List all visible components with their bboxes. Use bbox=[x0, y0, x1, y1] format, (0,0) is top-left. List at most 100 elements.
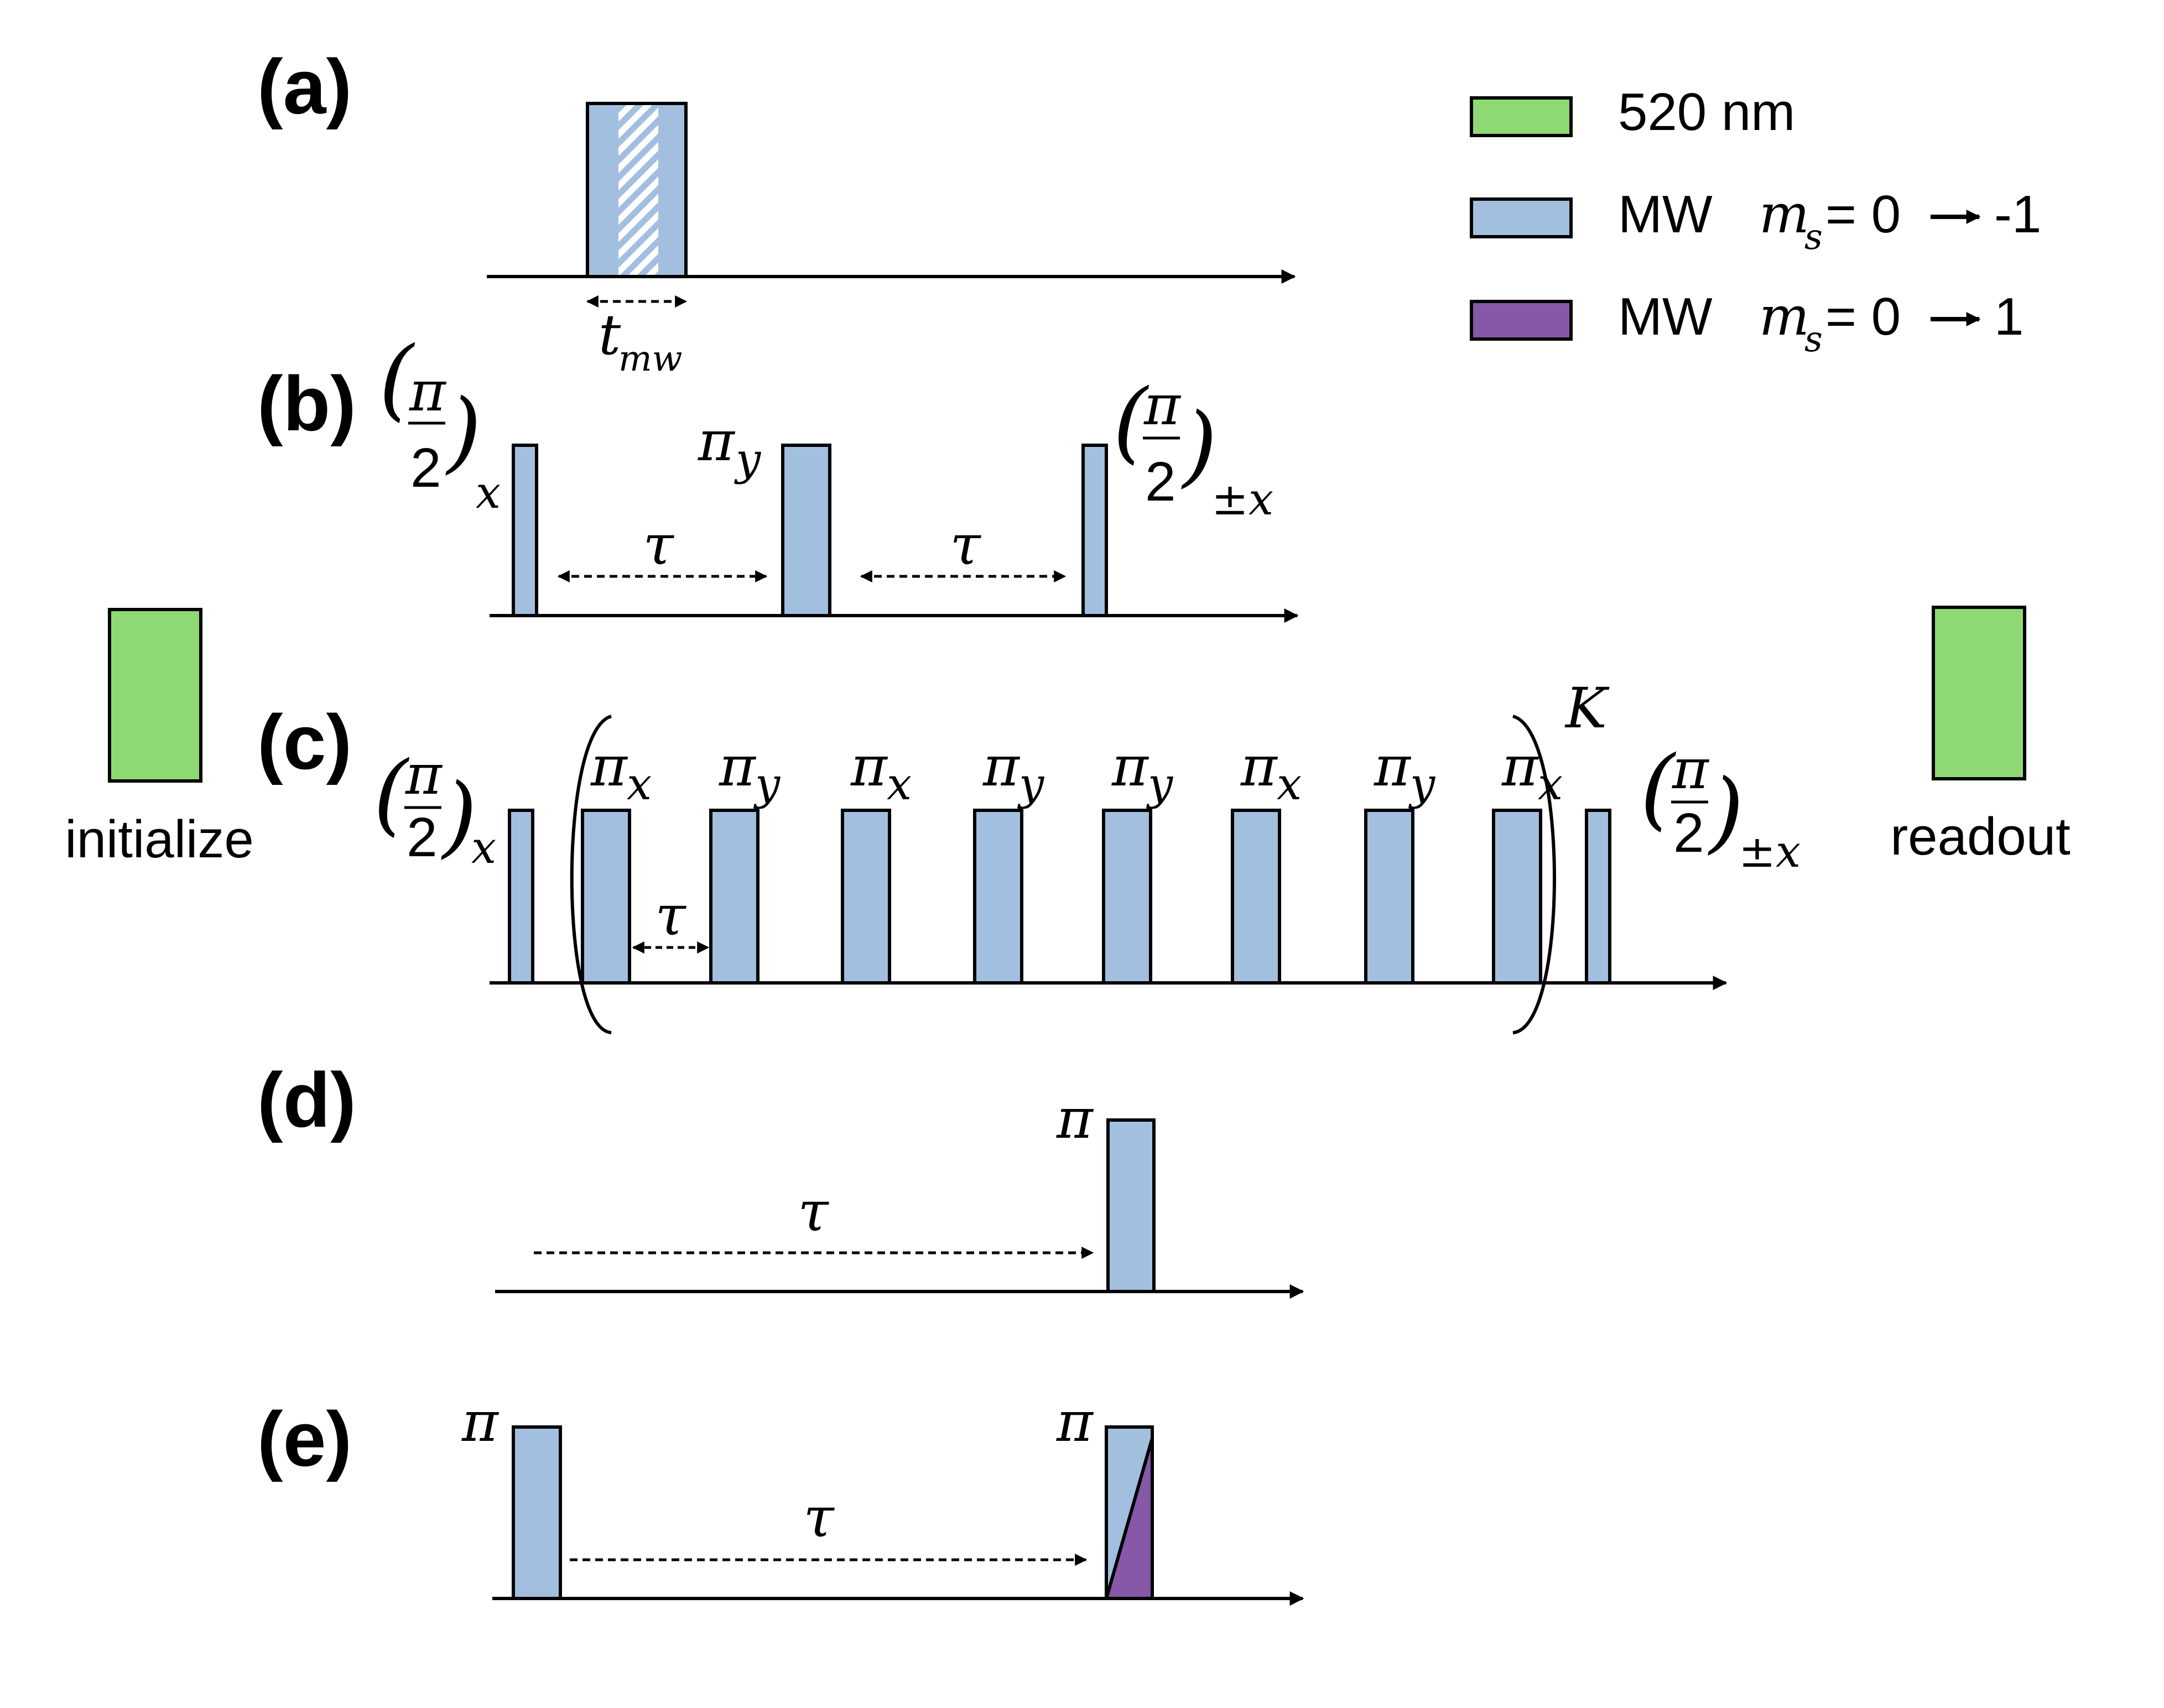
legend-ms-symbol: m bbox=[1759, 183, 1809, 245]
tau-label: τ bbox=[655, 883, 686, 948]
two-symbol: 2 bbox=[407, 806, 438, 868]
pi-symbol: π bbox=[409, 359, 447, 424]
tmw-sub: mw bbox=[618, 339, 682, 379]
repeat-bracket-right bbox=[1512, 715, 1556, 1034]
paren-close: ) bbox=[1181, 393, 1217, 497]
pi-symbol: π bbox=[1672, 737, 1710, 801]
readout-laser-pulse bbox=[1932, 606, 2026, 780]
pi-symbol: π bbox=[850, 734, 888, 799]
mw-pulse-pi2 bbox=[1585, 809, 1611, 985]
subscript-pm-x: ±x bbox=[1739, 826, 1801, 877]
mw-pulse-pi bbox=[1106, 1118, 1156, 1293]
mw-pulse-pi-y bbox=[709, 809, 760, 985]
legend-label-520nm: 520 nm bbox=[1618, 82, 1795, 142]
panel-label-b: (b) bbox=[257, 360, 356, 447]
legend-swatch-mw-minus bbox=[1470, 197, 1573, 238]
legend-label-mw-plus: MW bbox=[1618, 287, 1713, 346]
readout-label: readout bbox=[1890, 807, 2071, 866]
legend-label-mw-minus: MW bbox=[1618, 185, 1713, 244]
initialize-laser-pulse bbox=[108, 608, 202, 783]
mw-pulse-pi2 bbox=[512, 444, 538, 617]
mw-pulse-pi bbox=[781, 444, 831, 617]
paren-open: ( bbox=[373, 742, 410, 845]
mw-pulse-purple-part bbox=[1104, 1438, 1154, 1600]
pi-symbol: π bbox=[590, 734, 628, 799]
two-symbol: 2 bbox=[1145, 451, 1176, 513]
subscript-x: x bbox=[1277, 758, 1302, 810]
two-symbol: 2 bbox=[410, 437, 441, 499]
repeat-bracket-left bbox=[570, 715, 612, 1034]
subscript-y: y bbox=[1408, 758, 1436, 810]
subscript-y: y bbox=[1146, 758, 1174, 810]
tmw-symbol: t bbox=[599, 303, 621, 367]
mw-pulse-pi-x bbox=[581, 809, 631, 985]
paren-open: ( bbox=[1113, 369, 1149, 473]
paren-open: ( bbox=[1640, 736, 1677, 840]
pi-symbol: π bbox=[1056, 1086, 1094, 1151]
mw-pulse-pi-x bbox=[841, 809, 891, 985]
paren-close: ) bbox=[1708, 759, 1744, 863]
tau-label: τ bbox=[643, 513, 674, 577]
legend-ms-sub: s bbox=[1804, 319, 1823, 360]
panel-b: ( π 2 ) x τ π y τ ( π 2 ) ±x bbox=[379, 327, 1299, 623]
subscript-y: y bbox=[734, 434, 762, 485]
panel-label-c: (c) bbox=[257, 699, 352, 785]
pi-symbol: π bbox=[461, 1389, 500, 1454]
tau-label: τ bbox=[950, 513, 981, 577]
tau-label: τ bbox=[798, 1179, 829, 1244]
subscript-pm-x: ±x bbox=[1211, 473, 1273, 525]
pi-symbol: π bbox=[719, 734, 757, 799]
mw-pulse-pi-y bbox=[973, 809, 1023, 985]
pi-symbol: π bbox=[1143, 373, 1182, 438]
legend-ms-rest: = 0 bbox=[1825, 185, 1901, 244]
subscript-y: y bbox=[753, 758, 781, 810]
pi-symbol: π bbox=[1111, 734, 1149, 799]
mw-pulse-pi-x bbox=[1492, 809, 1542, 985]
legend-target-plus: 1 bbox=[1994, 287, 2023, 346]
initialize-label: initialize bbox=[65, 810, 253, 869]
mw-pulse-pi bbox=[512, 1425, 562, 1600]
panel-a: t mw bbox=[487, 102, 1296, 379]
panel-e: π τ π bbox=[461, 1389, 1304, 1606]
subscript-x: x bbox=[1538, 758, 1563, 810]
legend-swatch-green bbox=[1470, 96, 1573, 137]
mw-pulse-pi-x bbox=[1231, 809, 1281, 985]
legend-swatch-mw-plus bbox=[1470, 300, 1573, 341]
tau-label: τ bbox=[803, 1485, 835, 1550]
subscript-x: x bbox=[471, 822, 496, 873]
panel-label-e: (e) bbox=[257, 1395, 352, 1482]
subscript-x: x bbox=[887, 758, 912, 810]
legend-ms-rest: = 0 bbox=[1825, 287, 1901, 346]
pi-symbol: π bbox=[982, 734, 1021, 799]
subscript-x: x bbox=[627, 758, 652, 810]
hatched-region bbox=[618, 105, 658, 275]
mw-pulse-pi-y bbox=[1364, 809, 1414, 985]
pi-symbol: π bbox=[1056, 1389, 1094, 1454]
mw-pulse-pi2 bbox=[1081, 444, 1108, 617]
pi-symbol: π bbox=[1240, 734, 1278, 799]
panel-d: τ π bbox=[495, 1086, 1304, 1299]
pi-symbol: π bbox=[1501, 734, 1539, 799]
two-symbol: 2 bbox=[1673, 802, 1704, 864]
repeat-count-K: K bbox=[1564, 676, 1610, 741]
legend: 520 nm MW m s = 0 -1 MW m s = 0 1 bbox=[1470, 82, 2041, 360]
legend-target-minus: -1 bbox=[1994, 185, 2041, 244]
legend-ms-symbol: m bbox=[1759, 285, 1809, 347]
mw-pulse-pi2 bbox=[508, 809, 534, 985]
pi-symbol: π bbox=[405, 742, 443, 807]
panel-label-d: (d) bbox=[257, 1056, 356, 1143]
paren-open: ( bbox=[379, 327, 415, 430]
subscript-y: y bbox=[1017, 758, 1045, 810]
pi-symbol: π bbox=[698, 409, 736, 473]
paren-close: ) bbox=[441, 764, 477, 867]
paren-close: ) bbox=[445, 379, 481, 483]
legend-ms-sub: s bbox=[1804, 217, 1823, 258]
mw-pulse-pi-y bbox=[1102, 809, 1152, 985]
panel-label-a: (a) bbox=[257, 43, 352, 130]
subscript-x: x bbox=[476, 467, 501, 518]
pi-symbol: π bbox=[1374, 734, 1412, 799]
